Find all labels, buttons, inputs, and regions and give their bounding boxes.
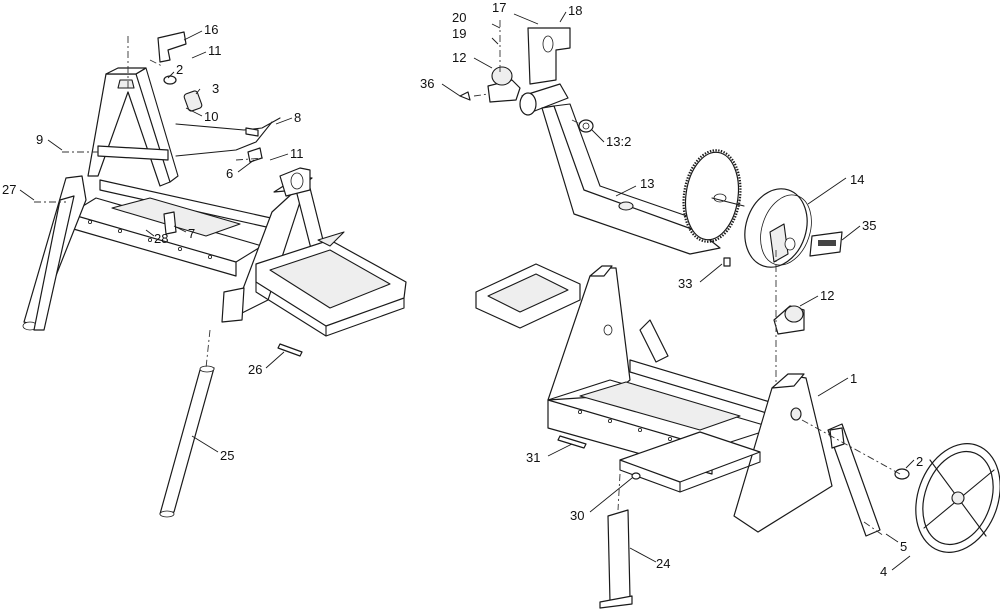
left-stand-assembly <box>22 31 407 518</box>
main-frame-assembly <box>475 263 1000 609</box>
callout-18: 18 <box>568 3 582 18</box>
callout-13-2: 13:2 <box>606 134 631 149</box>
callout-33: 33 <box>678 276 692 291</box>
callout-27: 27 <box>2 182 16 197</box>
callout-11: 11 <box>208 43 222 58</box>
callout-2: 2 <box>916 454 923 469</box>
callout-13: 13 <box>640 176 654 191</box>
callout-12: 12 <box>452 50 466 65</box>
callout-5: 5 <box>900 539 907 554</box>
callout-20: 20 <box>452 10 466 25</box>
callout-4: 4 <box>880 564 887 579</box>
callout-31: 31 <box>526 450 540 465</box>
callout-11: 11 <box>290 146 304 161</box>
callout-6: 6 <box>226 166 233 181</box>
callout-17: 17 <box>492 0 506 15</box>
callout-30: 30 <box>570 508 584 523</box>
callout-36: 36 <box>420 76 434 91</box>
callout-16: 16 <box>204 22 218 37</box>
callout-28: 28 <box>154 231 168 246</box>
callout-25: 25 <box>220 448 234 463</box>
callout-26: 26 <box>248 362 262 377</box>
callout-9: 9 <box>36 132 43 147</box>
callout-8: 8 <box>294 110 301 125</box>
callout-1: 1 <box>850 371 857 386</box>
callout-labels: 16 11 2 3 10 8 9 11 6 27 28 7 26 25 17 2… <box>2 0 923 579</box>
callout-12: 12 <box>820 288 834 303</box>
swing-arm-assembly <box>459 20 791 255</box>
callout-19: 19 <box>452 26 466 41</box>
callout-35: 35 <box>862 218 876 233</box>
callout-3: 3 <box>212 81 219 96</box>
callout-14: 14 <box>850 172 864 187</box>
callout-10: 10 <box>204 109 218 124</box>
callout-2: 2 <box>176 62 183 77</box>
callout-24: 24 <box>656 556 670 571</box>
leader-lines <box>19 11 915 571</box>
callout-7: 7 <box>188 226 195 241</box>
